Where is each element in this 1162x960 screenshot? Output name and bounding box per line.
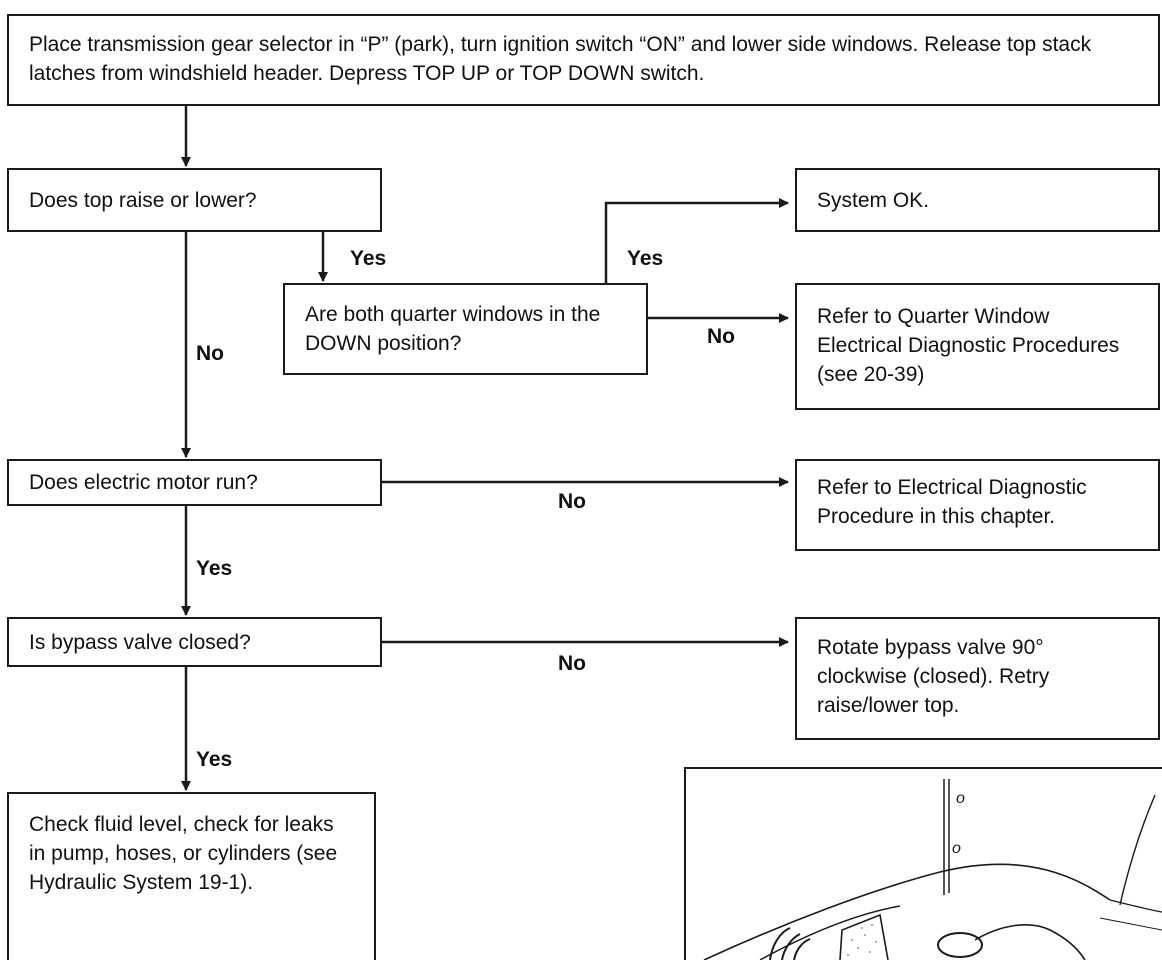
arrow-q2-yes: [604, 198, 789, 283]
refer-electrical-box: Refer to Electrical Diagnostic Procedure…: [795, 459, 1160, 551]
label-yes-bypass: Yes: [196, 748, 233, 771]
start-step-box: Place transmission gear selector in “P” …: [7, 14, 1160, 106]
question-top-moves-box: Does top raise or lower?: [7, 168, 382, 232]
illustration-mark-1: o: [956, 790, 965, 807]
label-no-bypass: No: [558, 652, 586, 675]
label-no-windows-down: No: [707, 325, 735, 348]
question-quarter-windows-box: Are both quarter windows in the DOWN pos…: [283, 283, 648, 375]
rotate-bypass-box: Rotate bypass valve 90° clockwise (close…: [795, 617, 1160, 740]
illustration-mark-2: o: [952, 840, 961, 857]
label-yes-top-moves: Yes: [350, 247, 387, 270]
label-no-motor: No: [558, 490, 586, 513]
system-ok-box: System OK.: [795, 168, 1160, 232]
label-no-top-moves: No: [196, 342, 224, 365]
question-motor-runs-box: Does electric motor run?: [7, 459, 382, 506]
check-fluid-box: Check fluid level, check for leaks in pu…: [7, 792, 376, 960]
question-bypass-closed-box: Is bypass valve closed?: [7, 617, 382, 667]
label-yes-motor: Yes: [196, 557, 233, 580]
refer-quarter-window-box: Refer to Quarter Window Electrical Diagn…: [795, 283, 1160, 410]
label-yes-windows-down: Yes: [627, 247, 664, 270]
